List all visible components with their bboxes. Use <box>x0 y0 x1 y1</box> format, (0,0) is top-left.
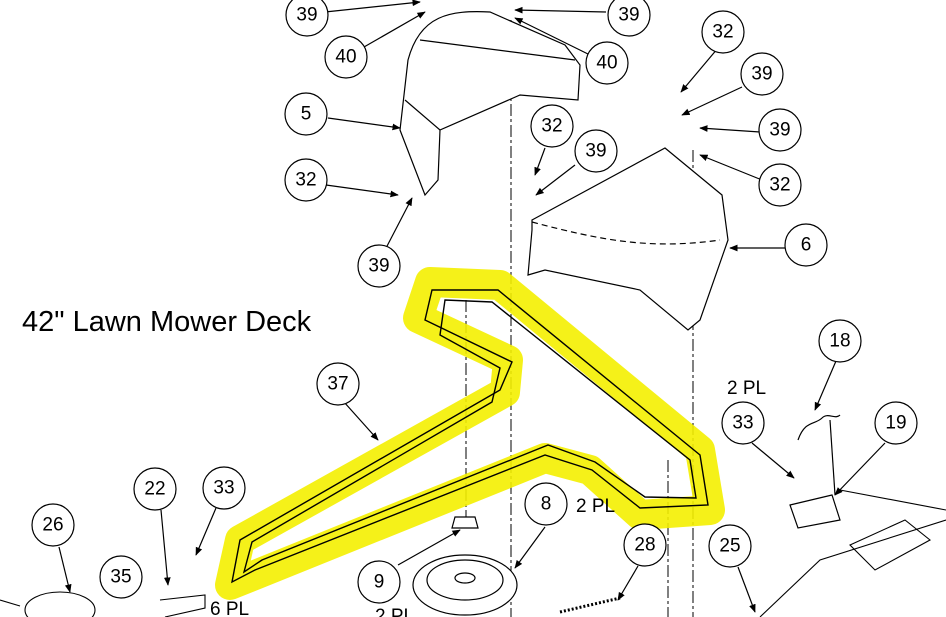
diagram-title: 42" Lawn Mower Deck <box>22 306 312 338</box>
callout-circle <box>721 401 765 445</box>
callout-circle <box>284 92 328 136</box>
note-2pl-bottom: 2 PL <box>375 606 414 617</box>
callout-4: 5 <box>284 92 328 136</box>
callout-circle <box>357 560 401 604</box>
callout-number: 28 <box>634 535 655 556</box>
callout-circle <box>524 482 568 526</box>
callout-number: 6 <box>801 235 812 256</box>
callout-13: 6 <box>784 223 828 267</box>
callout-number: 32 <box>769 175 790 196</box>
callout-19: 33 <box>202 466 246 510</box>
callout-20: 26 <box>31 503 75 547</box>
callout-circle <box>708 524 752 568</box>
callout-circle <box>99 555 143 599</box>
spring-28 <box>559 596 621 614</box>
callout-circle <box>623 523 667 567</box>
callout-number: 39 <box>751 64 772 85</box>
callout-circle <box>31 503 75 547</box>
callout-circle <box>285 0 329 37</box>
callout-2: 39 <box>607 0 651 37</box>
callout-16: 33 <box>721 401 765 445</box>
callout-23: 28 <box>623 523 667 567</box>
callout-number: 33 <box>732 413 753 434</box>
callout-circle <box>701 10 745 54</box>
callout-8: 39 <box>574 129 618 173</box>
callout-25: 9 <box>357 560 401 604</box>
callout-number: 19 <box>885 413 906 434</box>
callout-layer: 39 40 39 40 5 32 39 32 39 32 39 39 32 6 37 18 33 19 22 33 26… <box>31 0 918 604</box>
callout-22: 8 <box>524 482 568 526</box>
callout-11: 39 <box>758 108 802 152</box>
callout-15: 18 <box>818 319 862 363</box>
callout-number: 39 <box>618 5 639 26</box>
belt-highlight <box>215 267 725 600</box>
callout-circle <box>784 223 828 267</box>
callout-circle <box>530 104 574 148</box>
callout-circle <box>758 163 802 207</box>
callout-circle <box>324 35 368 79</box>
callout-0: 39 <box>285 0 329 37</box>
left-parts <box>0 591 206 617</box>
callout-3: 40 <box>585 41 629 85</box>
callout-number: 8 <box>541 494 552 515</box>
pulley <box>412 516 518 616</box>
callout-circle <box>818 319 862 363</box>
callout-number: 9 <box>374 572 385 593</box>
callout-12: 32 <box>758 163 802 207</box>
callout-number: 33 <box>213 478 234 499</box>
callout-number: 22 <box>144 479 165 500</box>
callout-circle <box>585 41 629 85</box>
callout-circle <box>202 466 246 510</box>
callout-number: 39 <box>585 141 606 162</box>
callout-number: 26 <box>42 515 63 536</box>
note-2pl-pulley: 2 PL <box>576 496 615 517</box>
belt-cover-right <box>527 147 729 331</box>
callout-circle <box>133 467 177 511</box>
callout-7: 32 <box>530 104 574 148</box>
callout-number: 25 <box>719 536 740 557</box>
callout-number: 39 <box>296 5 317 26</box>
note-6pl: 6 PL <box>210 599 249 617</box>
callout-circle <box>284 158 328 202</box>
note-2pl-right: 2 PL <box>727 378 766 399</box>
callout-number: 37 <box>327 374 348 395</box>
callout-circle <box>740 52 784 96</box>
belt-cover-left <box>399 11 581 197</box>
callout-circle <box>316 362 360 406</box>
leader-lines <box>58 0 886 613</box>
deck-mandrel <box>759 489 946 617</box>
callout-number: 40 <box>335 47 356 68</box>
callout-circle <box>607 0 651 37</box>
callout-21: 35 <box>99 555 143 599</box>
callout-number: 32 <box>295 170 316 191</box>
callout-24: 25 <box>708 524 752 568</box>
callout-number: 5 <box>301 104 312 125</box>
callout-6: 39 <box>357 244 401 288</box>
callout-number: 18 <box>829 331 850 352</box>
callout-circle <box>758 108 802 152</box>
callout-number: 32 <box>541 116 562 137</box>
spring-and-bracket <box>789 414 841 529</box>
callout-14: 37 <box>316 362 360 406</box>
callout-circle <box>874 401 918 445</box>
callout-circle <box>357 244 401 288</box>
drive-belt <box>231 289 709 584</box>
callout-9: 32 <box>701 10 745 54</box>
callout-circle <box>574 129 618 173</box>
callout-number: 40 <box>596 53 617 74</box>
callout-17: 19 <box>874 401 918 445</box>
callout-number: 39 <box>769 120 790 141</box>
callout-18: 22 <box>133 467 177 511</box>
callout-10: 39 <box>740 52 784 96</box>
callout-number: 32 <box>712 22 733 43</box>
callout-number: 39 <box>368 256 389 277</box>
callout-1: 40 <box>324 35 368 79</box>
callout-number: 35 <box>110 567 131 588</box>
callout-5: 32 <box>284 158 328 202</box>
